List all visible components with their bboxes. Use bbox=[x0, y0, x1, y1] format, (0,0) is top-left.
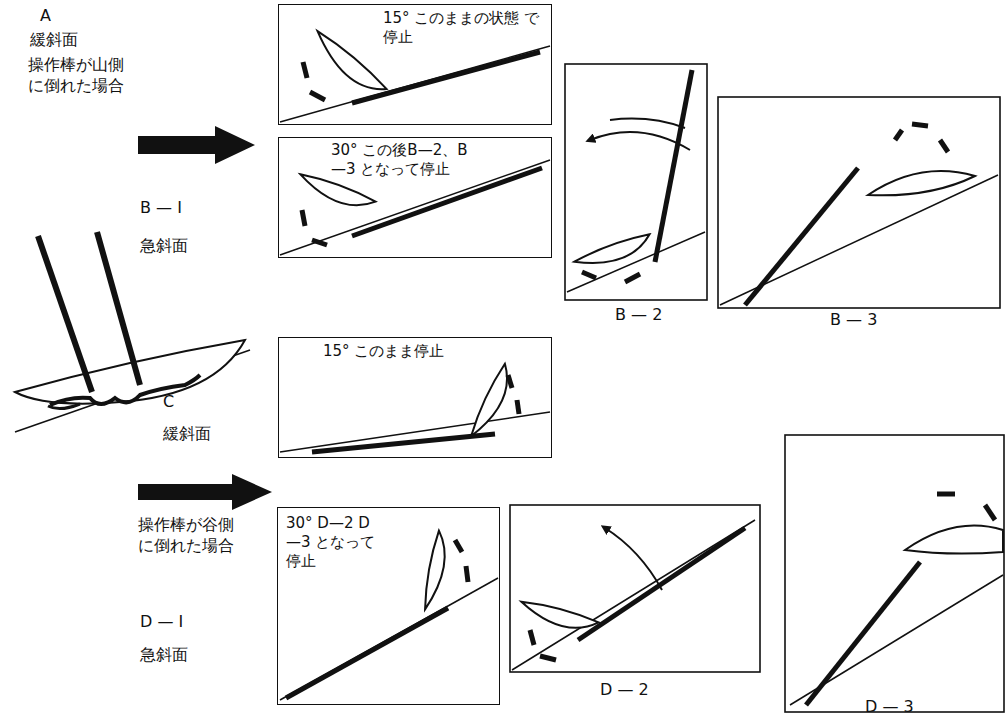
figure-label: B — I bbox=[140, 198, 182, 219]
panel-frame bbox=[510, 505, 760, 672]
panel-d3-figure bbox=[790, 494, 1003, 705]
figure-label: D — I bbox=[140, 612, 183, 633]
figure-label: B — 3 bbox=[830, 310, 877, 331]
panel-frame bbox=[565, 64, 707, 300]
figure-label: D — 2 bbox=[600, 680, 649, 701]
panel-frame bbox=[718, 97, 1000, 308]
panel-d2-figure bbox=[512, 520, 755, 670]
figure-label: 緩斜面 bbox=[30, 30, 78, 51]
label-wrap: 急斜面 bbox=[140, 236, 188, 257]
figure-label: C bbox=[163, 392, 174, 413]
label-wrap: C bbox=[163, 392, 174, 413]
panel-a-figure bbox=[280, 29, 550, 122]
panel-box: 30° この後B—2、B—3 となって停止 bbox=[278, 137, 552, 258]
sled-figure bbox=[15, 232, 250, 432]
panel-b3-figure bbox=[720, 124, 998, 305]
label-wrap: 操作棒が山側 に倒れた場合 bbox=[28, 55, 132, 97]
panel-b2-figure bbox=[567, 70, 705, 292]
big-arrow bbox=[138, 126, 255, 164]
label-wrap: D — I bbox=[140, 612, 183, 633]
panel-note: 15° このまま停止 bbox=[323, 342, 493, 361]
panel-box: 15° このまま停止 bbox=[278, 337, 552, 458]
panel-frame bbox=[785, 435, 1004, 712]
panel-note: 30° この後B—2、B—3 となって停止 bbox=[331, 141, 481, 179]
panel-box: 30° D—2 D—3 となって停止 bbox=[277, 507, 500, 705]
label-wrap: 緩斜面 bbox=[30, 30, 78, 51]
label-wrap: D — 2 bbox=[600, 680, 649, 701]
figure-label: 緩斜面 bbox=[163, 424, 211, 445]
label-wrap: A bbox=[40, 6, 51, 27]
label-wrap: 緩斜面 bbox=[163, 424, 211, 445]
figure-label: B — 2 bbox=[615, 305, 662, 326]
panel-box: 15° このままの状態 で停止 bbox=[278, 4, 552, 125]
figure-label: A bbox=[40, 6, 51, 27]
figure-label: D — 3 bbox=[865, 697, 914, 718]
figure-label: 急斜面 bbox=[140, 236, 188, 257]
panel-note: 30° D—2 D—3 となって停止 bbox=[286, 514, 381, 570]
panel-c-figure bbox=[280, 362, 550, 452]
label-wrap: D — 3 bbox=[865, 697, 914, 718]
label-wrap: 急斜面 bbox=[140, 645, 188, 666]
label-wrap: B — I bbox=[140, 198, 182, 219]
figure-label: 操作棒が山側 に倒れた場合 bbox=[28, 55, 132, 97]
label-wrap: B — 2 bbox=[615, 305, 662, 326]
label-wrap: 操作棒が谷側 に倒れた場合 bbox=[138, 515, 242, 557]
big-arrow bbox=[138, 474, 272, 510]
panel-note: 15° このままの状態 で停止 bbox=[383, 9, 543, 47]
figure-label: 操作棒が谷側 に倒れた場合 bbox=[138, 515, 242, 557]
label-wrap: B — 3 bbox=[830, 310, 877, 331]
figure-label: 急斜面 bbox=[140, 645, 188, 666]
